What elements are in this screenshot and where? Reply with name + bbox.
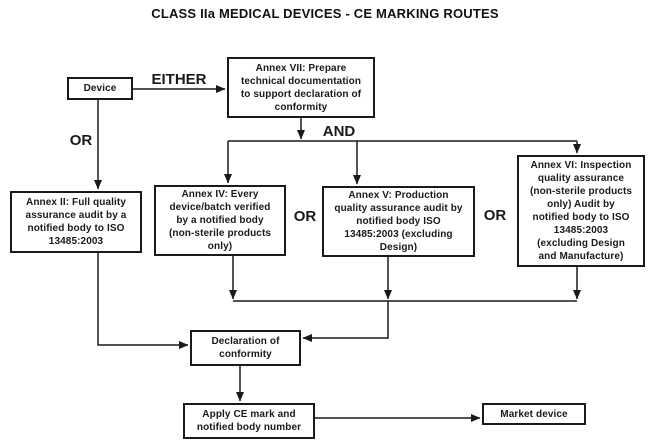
node-apply-ce-mark: Apply CE mark and notified body number: [183, 403, 315, 439]
node-annex-ii: Annex II: Full quality assurance audit b…: [10, 191, 142, 253]
label-or-middle: OR: [293, 208, 317, 225]
node-annex-iv: Annex IV: Every device/batch verified by…: [154, 185, 286, 256]
node-market-device: Market device: [482, 403, 586, 425]
node-annex-vii: Annex VII: Prepare technical documentati…: [227, 57, 375, 118]
label-either: EITHER: [151, 71, 207, 88]
label-or-left: OR: [69, 132, 93, 149]
node-annex-vi: Annex VI: Inspection quality assurance (…: [517, 155, 645, 267]
node-annex-v: Annex V: Production quality assurance au…: [322, 186, 475, 257]
connector-collector-to-declaration: [302, 301, 389, 342]
node-declaration-of-conformity: Declaration of conformity: [190, 330, 301, 366]
connector-annex-ii-to-declaration: [97, 253, 189, 349]
diagram-title: CLASS IIa MEDICAL DEVICES - CE MARKING R…: [151, 6, 499, 21]
label-and: AND: [322, 123, 356, 140]
label-or-right: OR: [483, 207, 507, 224]
node-device: Device: [67, 77, 133, 100]
